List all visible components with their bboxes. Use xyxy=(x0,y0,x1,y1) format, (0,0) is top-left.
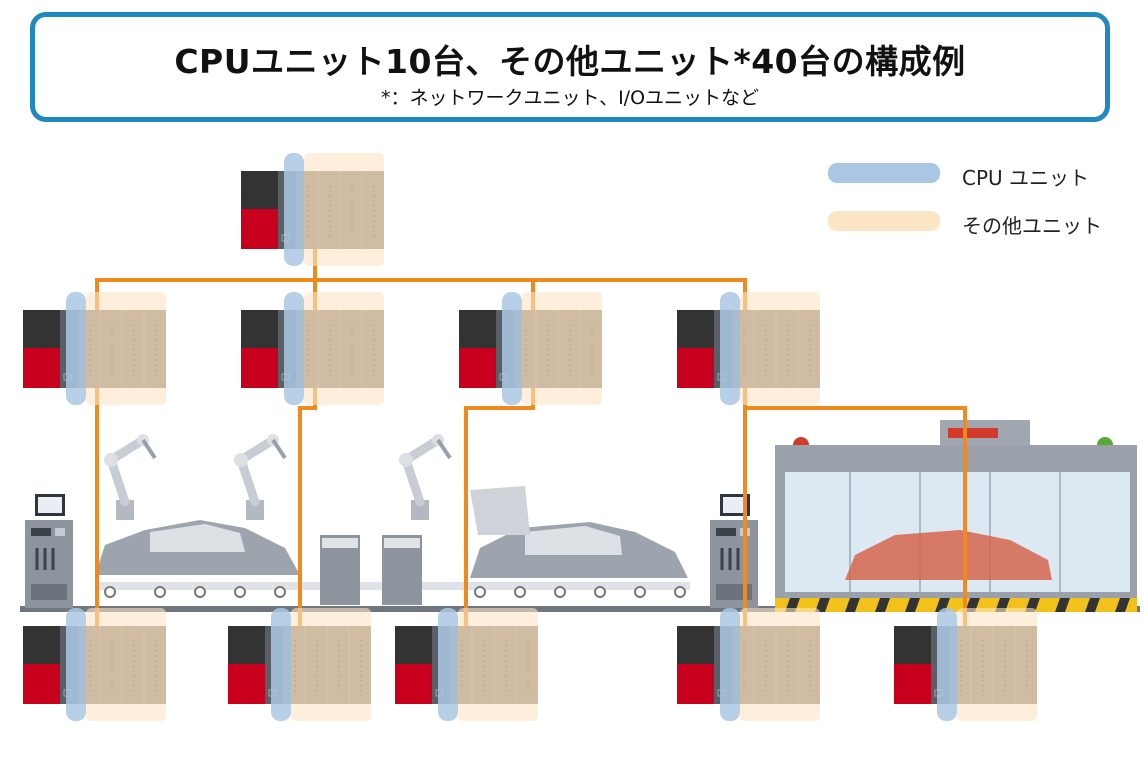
plc-rack-icon xyxy=(893,607,1038,722)
page-subtitle: *：ネットワークユニット、I/Oユニットなど xyxy=(380,87,760,109)
legend-swatch-cpu xyxy=(828,163,940,183)
plc-rack-icon xyxy=(676,291,821,406)
industrial-robot-icon xyxy=(234,434,285,520)
title-box: CPUユニット10台、その他ユニット*40台の構成例 *：ネットワークユニット、… xyxy=(30,12,1110,122)
legend xyxy=(828,163,940,231)
warning-lamp-icon xyxy=(793,437,1113,445)
legend-swatch-other xyxy=(828,211,940,231)
industrial-robot-icon xyxy=(104,434,155,520)
page-title: CPUユニット10台、その他ユニット*40台の構成例 xyxy=(174,42,966,81)
paint-booth-icon xyxy=(775,420,1137,612)
plc-rack-icon xyxy=(240,152,385,267)
legend-label-other: その他ユニット xyxy=(962,214,1102,238)
industrial-robot-icon xyxy=(399,434,450,520)
car-body-icon xyxy=(95,520,300,575)
plc-rack-icon xyxy=(676,607,821,722)
plc-rack-icon xyxy=(22,607,167,722)
control-panel-icon xyxy=(23,494,75,610)
plc-rack-icon xyxy=(22,291,167,406)
plc-rack-icon xyxy=(458,291,603,406)
control-panel-icon xyxy=(708,494,760,610)
plc-rack-icon xyxy=(394,607,539,722)
legend-label-cpu: CPU ユニット xyxy=(962,166,1090,190)
plc-rack-icon xyxy=(240,291,385,406)
plc-rack-icon xyxy=(227,607,372,722)
car-body-icon xyxy=(470,486,688,578)
